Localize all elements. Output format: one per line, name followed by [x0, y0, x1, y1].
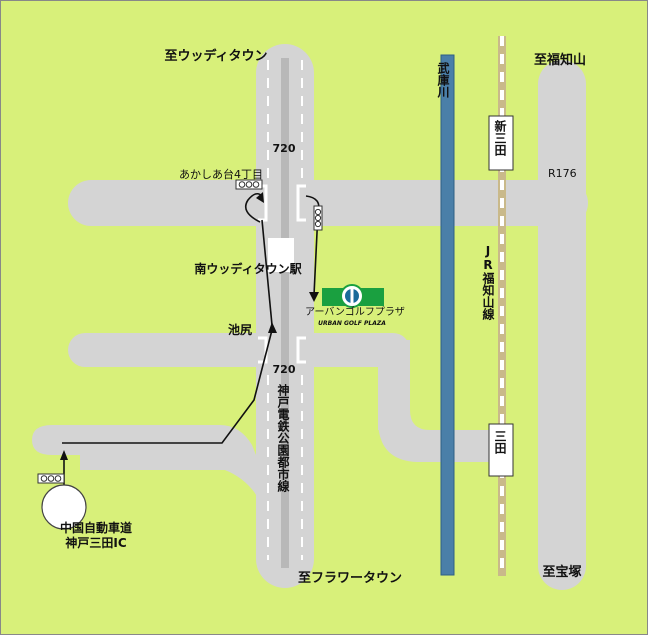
- arrow-head: [268, 322, 277, 333]
- muko-river: [440, 54, 455, 576]
- label-urban-golf-en: URBAN GOLF PLAZA: [318, 320, 386, 327]
- shin-sanda-station-box: [488, 115, 514, 171]
- upper-road: [68, 180, 588, 226]
- label-ic-line2: 神戸三田IC: [65, 535, 126, 550]
- traffic-signal-icon: [235, 179, 263, 190]
- arrow-heads: [60, 192, 319, 460]
- logo-tee: [350, 287, 354, 305]
- station-platform: [268, 238, 294, 272]
- label-r176: R176: [548, 167, 577, 180]
- label-to-woody-town: 至ウッディタウン: [164, 48, 267, 64]
- label-kobe-line: 神戸電鉄公園都市線: [276, 384, 290, 492]
- traffic-signal-icon: [37, 473, 65, 484]
- ic-road: [32, 425, 262, 505]
- arrow-up-720: [261, 219, 273, 326]
- label-jr-line: JR福知山線: [481, 244, 495, 320]
- label-urban-golf: アーバンゴルフプラザ: [305, 305, 405, 318]
- arrow-uturn-left: [244, 192, 263, 223]
- arrow-to-720: [62, 329, 273, 444]
- label-ikejiri: 池尻: [228, 322, 252, 337]
- median-strip: [281, 58, 289, 568]
- label-route-720-bottom: 720: [273, 363, 296, 376]
- label-sanda: 三田: [493, 430, 507, 454]
- label-route-720-top: 720: [273, 142, 296, 155]
- traffic-signal-icon: [313, 205, 323, 231]
- label-akashi-4: あかしあ台4丁目: [179, 167, 263, 181]
- urban-golf-logo: [322, 284, 384, 308]
- label-minami-woody-station: 南ウッディタウン駅: [194, 261, 302, 276]
- arrow-head: [60, 450, 68, 460]
- ic-circle: [41, 484, 87, 530]
- arrow-head: [256, 192, 264, 203]
- sanda-station-box: [488, 423, 514, 477]
- label-muko-river: 武庫川: [436, 62, 450, 98]
- label-to-fukuchiyama: 至福知山: [534, 52, 586, 68]
- label-to-flower-town: 至フラワータウン: [298, 571, 402, 586]
- right-road: [538, 60, 586, 590]
- label-shin-sanda: 新三田: [493, 120, 507, 156]
- label-to-takarazuka: 至宝塚: [542, 564, 581, 580]
- arrow-head: [309, 292, 319, 302]
- lower-road: [68, 333, 410, 367]
- label-ic-line1: 中国自動車道: [60, 520, 132, 535]
